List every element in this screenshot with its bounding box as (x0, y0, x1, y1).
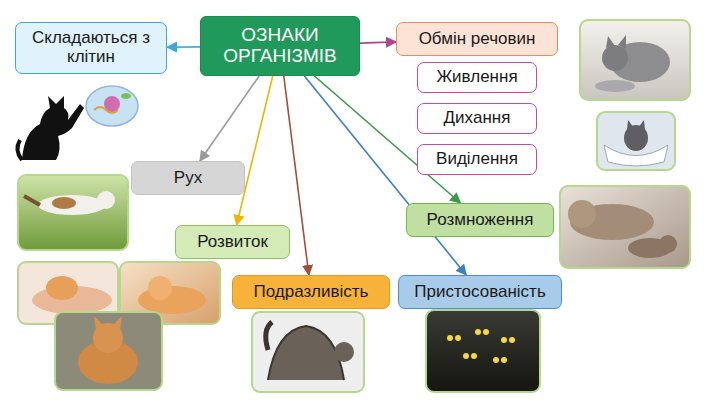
main-box: ОЗНАКИ ОРГАНІЗМІВ (200, 16, 360, 76)
node-label: Пристосованість (414, 283, 545, 302)
arrow-connector (167, 46, 200, 48)
node-label: Складаються з клітин (22, 29, 160, 66)
photo-eating-cat (580, 20, 690, 100)
cell-drawing (86, 86, 138, 126)
node-label: Рух (174, 169, 202, 188)
sub-feature-box: Дихання (417, 103, 537, 134)
feature-box: Пристосованість (398, 275, 562, 309)
feature-box: Обмін речовин (396, 22, 558, 56)
sub-feature-box: Живлення (417, 62, 537, 93)
node-label: Живлення (436, 68, 517, 87)
node-label: Виділення (436, 150, 518, 169)
arrow-connector (237, 76, 273, 225)
feature-box: Подразливість (232, 275, 390, 309)
sub-feature-box: Виділення (417, 144, 537, 175)
node-label: Обмін речовин (419, 30, 536, 49)
feature-box: Складаються з клітин (15, 22, 167, 74)
feature-box: Рух (131, 161, 245, 195)
photo-jumping-cat (18, 175, 128, 250)
arrow-connector (200, 76, 259, 161)
photo-cats-in-dark (426, 310, 540, 392)
node-label: Розвиток (197, 233, 268, 252)
photo-adult-cat (55, 312, 162, 390)
node-label: ОЗНАКИ ОРГАНІЗМІВ (207, 25, 353, 67)
photo-mother-cat (560, 186, 690, 268)
cat-silhouette (17, 96, 84, 160)
photo-arched-cat (252, 312, 364, 392)
arrow-connector (360, 42, 396, 43)
arrow-connector (314, 76, 460, 203)
node-label: Розмноження (427, 211, 534, 230)
node-label: Дихання (444, 109, 511, 128)
photo-litter-box (597, 112, 675, 170)
feature-box: Розмноження (406, 203, 554, 237)
node-label: Подразливість (254, 283, 369, 302)
feature-box: Розвиток (175, 225, 290, 259)
